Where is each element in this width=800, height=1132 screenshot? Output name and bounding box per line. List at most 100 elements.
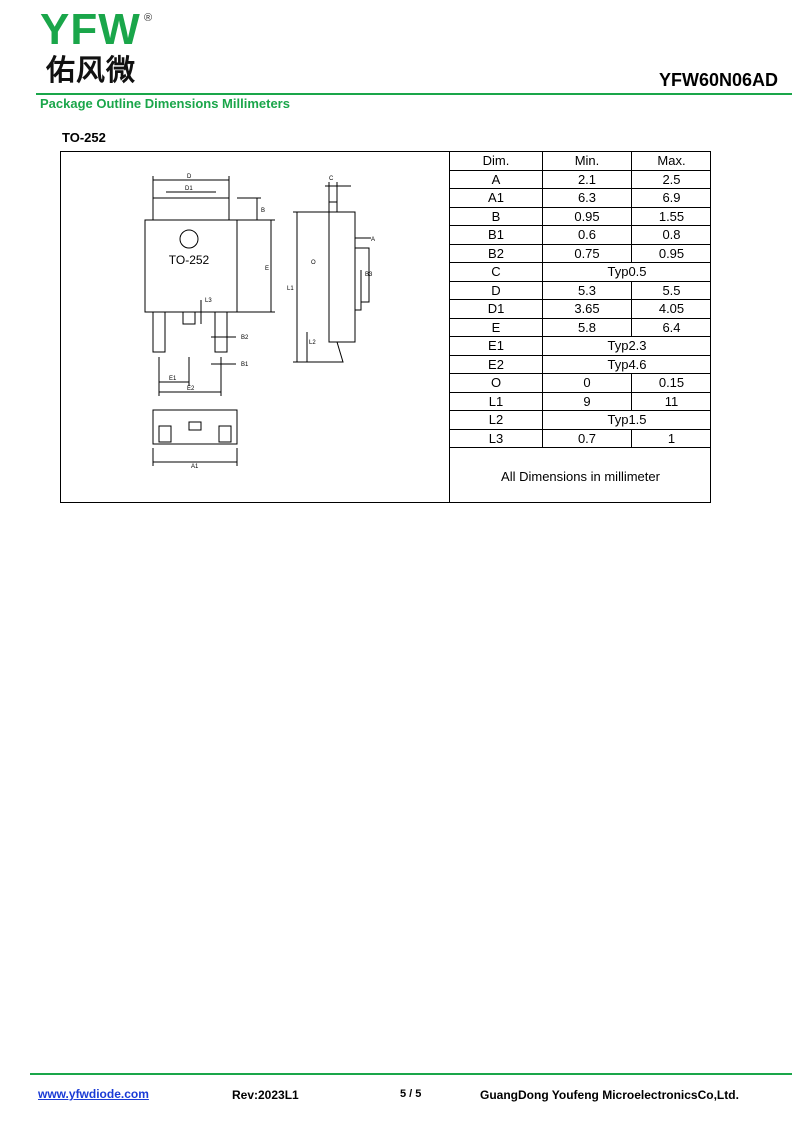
cell-min: 0.6 bbox=[542, 225, 632, 245]
cell-dim: B2 bbox=[450, 243, 543, 263]
cell-dim: E2 bbox=[450, 354, 543, 374]
cell-typ: Typ4.6 bbox=[542, 354, 711, 374]
right-lead bbox=[214, 311, 228, 353]
label-l3: L3 bbox=[205, 298, 212, 304]
cell-min: 0 bbox=[542, 373, 632, 393]
cell-max: 2.5 bbox=[631, 169, 711, 189]
bottom-view bbox=[152, 409, 238, 445]
dimensions-note: All Dimensions in millimeter bbox=[450, 447, 711, 504]
cell-max: 5.5 bbox=[631, 280, 711, 300]
label-e: E bbox=[265, 266, 269, 272]
label-l2: L2 bbox=[309, 340, 316, 346]
cell-dim: D bbox=[450, 280, 543, 300]
package-outline-svg: D D1 B E L3 B2 B1 E1 E2 C A L1 O B3 L2 A… bbox=[144, 174, 375, 470]
registered-mark: ® bbox=[144, 12, 153, 24]
table-header-row: Dim. Min. Max. bbox=[450, 152, 711, 171]
cell-min: 5.3 bbox=[542, 280, 632, 300]
center-lead-stub bbox=[182, 311, 196, 325]
cell-min: 0.7 bbox=[542, 428, 632, 448]
page-number: 5 / 5 bbox=[400, 1088, 422, 1100]
cell-max: 1 bbox=[631, 428, 711, 448]
cell-dim: C bbox=[450, 262, 543, 282]
header-divider bbox=[36, 93, 792, 95]
cell-dim: B bbox=[450, 206, 543, 226]
brand-logo: YFW ® 佑风微 bbox=[40, 8, 160, 88]
cell-dim: A bbox=[450, 169, 543, 189]
label-d1: D1 bbox=[185, 186, 193, 192]
header-min: Min. bbox=[542, 152, 632, 171]
cell-dim: A1 bbox=[450, 188, 543, 208]
side-lead bbox=[355, 247, 370, 311]
header-max: Max. bbox=[631, 152, 711, 171]
section-title: Package Outline Dimensions Millimeters bbox=[40, 96, 290, 111]
website-link[interactable]: www.yfwdiode.com bbox=[38, 1087, 149, 1101]
label-a1: A1 bbox=[191, 464, 199, 470]
cell-max: 1.55 bbox=[631, 206, 711, 226]
cell-min: 9 bbox=[542, 391, 632, 411]
label-a: A bbox=[371, 237, 375, 243]
revision: Rev:2023L1 bbox=[232, 1088, 299, 1102]
logo-latin: YFW bbox=[40, 5, 141, 54]
cell-max: 6.4 bbox=[631, 317, 711, 337]
cell-max: 0.15 bbox=[631, 373, 711, 393]
tab-outline bbox=[152, 197, 230, 221]
label-b2: B2 bbox=[241, 335, 249, 341]
logo-chinese: 佑风微 bbox=[46, 53, 137, 87]
cell-max: 11 bbox=[631, 391, 711, 411]
body-marking: TO-252 bbox=[169, 253, 210, 267]
cell-min: 2.1 bbox=[542, 169, 632, 189]
cell-dim: E1 bbox=[450, 336, 543, 356]
cell-typ: Typ0.5 bbox=[542, 262, 711, 282]
mounting-hole bbox=[179, 229, 199, 249]
cell-min: 6.3 bbox=[542, 188, 632, 208]
label-b3: B3 bbox=[365, 272, 373, 278]
label-c: C bbox=[329, 176, 334, 182]
cell-dim: L3 bbox=[450, 428, 543, 448]
table-note-row: All Dimensions in millimeter bbox=[450, 447, 711, 504]
outline-box: D D1 B E L3 B2 B1 E1 E2 C A L1 O B3 L2 A… bbox=[60, 151, 711, 504]
side-body bbox=[328, 211, 356, 343]
part-number: YFW60N06AD bbox=[658, 70, 778, 90]
cell-dim: D1 bbox=[450, 299, 543, 319]
cell-dim: E bbox=[450, 317, 543, 337]
cell-typ: Typ1.5 bbox=[542, 410, 711, 430]
package-label: TO-252 bbox=[62, 130, 106, 145]
header-dim: Dim. bbox=[450, 152, 543, 171]
cell-max: 6.9 bbox=[631, 188, 711, 208]
cell-max: 4.05 bbox=[631, 299, 711, 319]
label-l1: L1 bbox=[287, 286, 294, 292]
footer-divider bbox=[30, 1073, 792, 1075]
label-b1: B1 bbox=[241, 362, 249, 368]
cell-min: 0.95 bbox=[542, 206, 632, 226]
cell-dim: L1 bbox=[450, 391, 543, 411]
cell-min: 5.8 bbox=[542, 317, 632, 337]
cell-min: 0.75 bbox=[542, 243, 632, 263]
label-b: B bbox=[261, 208, 265, 214]
package-drawing: D D1 B E L3 B2 B1 E1 E2 C A L1 O B3 L2 A… bbox=[61, 152, 450, 502]
cell-dim: O bbox=[450, 373, 543, 393]
cell-max: 0.8 bbox=[631, 225, 711, 245]
label-e1: E1 bbox=[169, 376, 177, 382]
company-name: GuangDong Youfeng MicroelectronicsCo,Ltd… bbox=[480, 1088, 739, 1102]
cell-max: 0.95 bbox=[631, 243, 711, 263]
cell-min: 3.65 bbox=[542, 299, 632, 319]
cell-dim: B1 bbox=[450, 225, 543, 245]
label-d: D bbox=[187, 174, 192, 180]
label-e2: E2 bbox=[187, 386, 195, 392]
label-o: O bbox=[311, 260, 316, 266]
